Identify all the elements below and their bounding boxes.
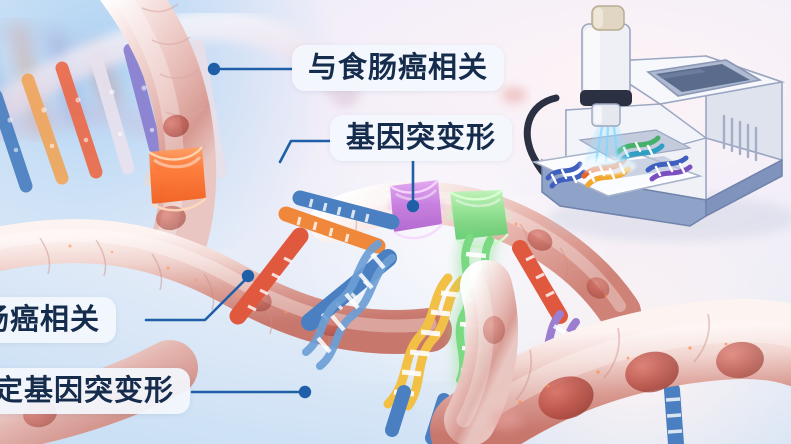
dna-sequencer-device: [523, 5, 791, 242]
dna-branch-blue-helix: [302, 240, 396, 370]
dna-branch-blue-1: [292, 190, 400, 230]
device-objective-lens: [580, 5, 632, 127]
callout-label-1: 与食肠癌相关: [292, 45, 505, 91]
device-vents: [722, 114, 758, 162]
device-light-beam: [580, 125, 636, 175]
callout-label-2: 基因突变形: [330, 115, 513, 161]
callout-label-3: 食肠癌相关: [0, 297, 117, 343]
dna-branch-orange-1: [278, 206, 386, 254]
highlight-band-orange: [134, 146, 214, 212]
dna-branch-blue-4: [664, 382, 684, 444]
chromosome-foreground-bottom-right: [430, 298, 791, 444]
device-screen: [646, 59, 763, 97]
chromosome-foreground-bottom-left: [444, 260, 519, 444]
callout-label-4: 特定基因突变形: [0, 368, 191, 414]
dna-branch-strands: [229, 190, 684, 444]
dna-branch-red-2: [512, 240, 568, 324]
highlight-band-green: [439, 189, 518, 248]
highlight-band-purple: [378, 179, 454, 240]
background-blob-bottom-left: [490, 87, 527, 430]
